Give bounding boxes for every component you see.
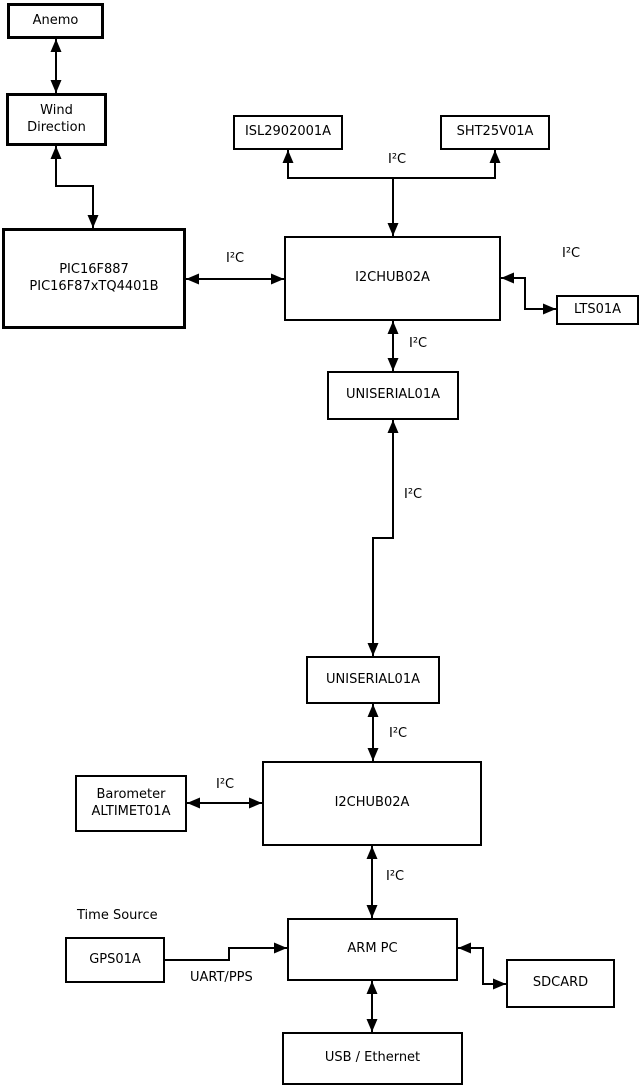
node-barometer-altimet01a: Barometer ALTIMET01A bbox=[75, 775, 187, 832]
node-arm-pc: ARM PC bbox=[287, 918, 458, 981]
edge-label-i2c-branch: I²C bbox=[388, 152, 407, 167]
node-i2chub02a-bottom: I2CHUB02A bbox=[262, 761, 482, 846]
node-i2chub02a-top: I2CHUB02A bbox=[284, 236, 501, 321]
node-label: Wind Direction bbox=[27, 103, 86, 135]
node-sdcard: SDCARD bbox=[506, 959, 615, 1008]
time-source-label: Time Source bbox=[77, 908, 158, 923]
node-label: LTS01A bbox=[573, 301, 622, 317]
node-label: SDCARD bbox=[532, 975, 589, 991]
edge-armpc-sdcard bbox=[458, 942, 506, 990]
edge-label-i2c-barometer-hub2: I²C bbox=[216, 777, 235, 792]
node-gps01a: GPS01A bbox=[65, 937, 165, 983]
node-wind-direction: Wind Direction bbox=[6, 93, 107, 146]
node-isl2902001a: ISL2902001A bbox=[233, 115, 343, 150]
node-sht25v01a: SHT25V01A bbox=[440, 115, 550, 150]
edge-uniserial-top-uniserial-bottom bbox=[367, 420, 399, 656]
edge-label-i2c-pic-hub: I²C bbox=[226, 251, 245, 266]
edge-winddirection-pic bbox=[50, 146, 99, 228]
node-label: UNISERIAL01A bbox=[326, 671, 420, 687]
node-label: USB / Ethernet bbox=[324, 1050, 421, 1066]
edge-label-i2c-hub-uniserial: I²C bbox=[409, 336, 428, 351]
node-lts01a: LTS01A bbox=[556, 295, 639, 325]
node-label: I2CHUB02A bbox=[334, 795, 410, 811]
node-uniserial01a-bottom: UNISERIAL01A bbox=[306, 656, 440, 704]
node-label: ARM PC bbox=[347, 941, 398, 957]
edge-label-i2c-hub2-armpc: I²C bbox=[386, 869, 405, 884]
node-label: Barometer ALTIMET01A bbox=[91, 787, 171, 819]
edge-label-uart-pps: UART/PPS bbox=[190, 970, 253, 985]
edge-gps-armpc bbox=[165, 942, 287, 961]
node-label: ISL2902001A bbox=[244, 124, 332, 140]
node-label: Anemo bbox=[32, 12, 79, 28]
node-label: PIC16F887 PIC16F87xTQ4401B bbox=[29, 262, 159, 294]
node-label: UNISERIAL01A bbox=[346, 387, 440, 403]
edge-branch-isl-sht bbox=[282, 150, 501, 179]
edge-label-i2c-uniserial-hub2: I²C bbox=[389, 726, 408, 741]
node-uniserial01a-top: UNISERIAL01A bbox=[327, 371, 459, 420]
node-label: GPS01A bbox=[89, 951, 141, 967]
node-pic16f887: PIC16F887 PIC16F87xTQ4401B bbox=[2, 228, 186, 329]
node-anemo: Anemo bbox=[7, 3, 104, 39]
node-label: I2CHUB02A bbox=[355, 270, 430, 286]
node-usb-ethernet: USB / Ethernet bbox=[282, 1032, 463, 1085]
node-label: SHT25V01A bbox=[456, 124, 534, 140]
edge-label-i2c-uniserial-uniserial: I²C bbox=[404, 487, 423, 502]
edge-label-i2c-hub-lts: I²C bbox=[562, 246, 581, 261]
edge-i2chub-top-lts bbox=[501, 272, 556, 315]
